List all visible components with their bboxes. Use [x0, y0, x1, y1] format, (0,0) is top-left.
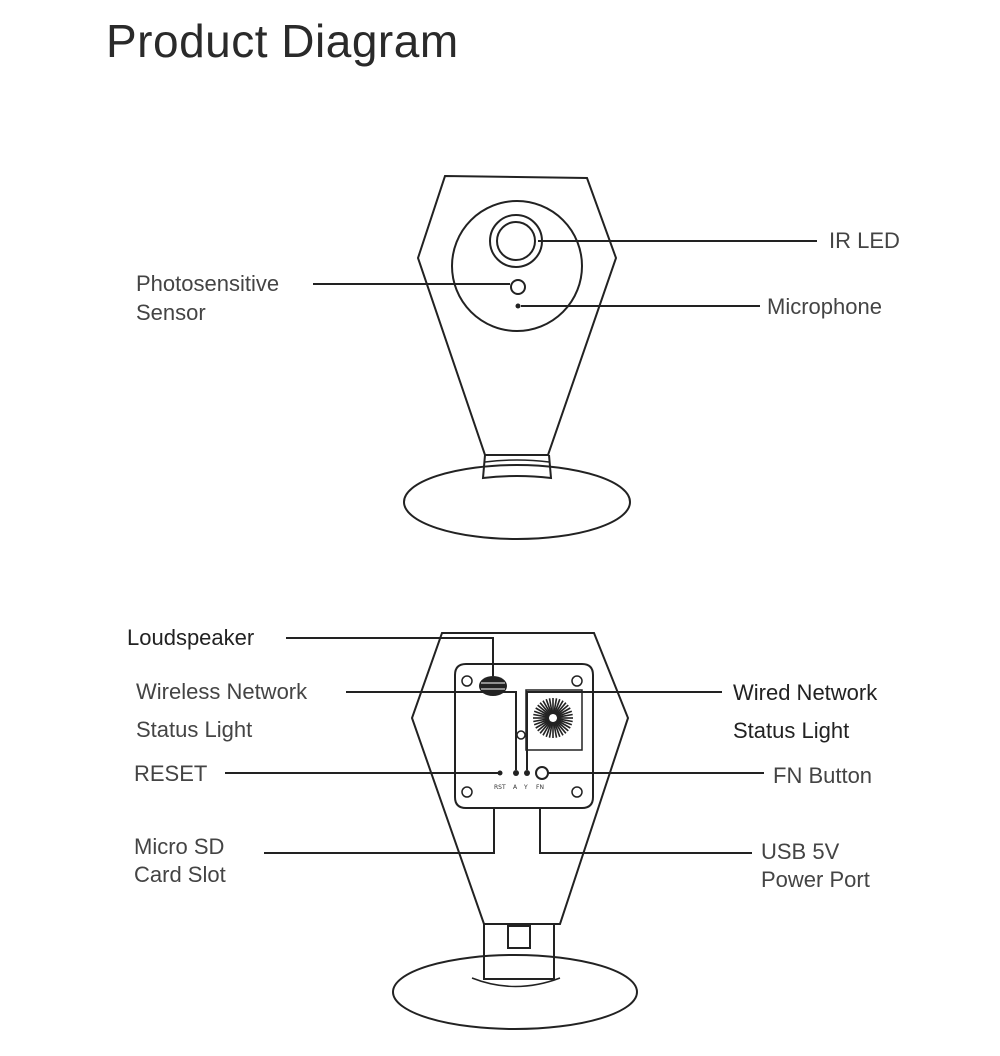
label-loudspeaker: Loudspeaker [127, 625, 255, 650]
reset-hole [497, 770, 503, 776]
label-ir-led: IR LED [829, 228, 900, 253]
back-stand [484, 924, 554, 979]
speaker-grille-spoke [540, 703, 550, 715]
microphone-dot [515, 303, 521, 309]
label-micro-sd-line1: Micro SD [134, 834, 225, 859]
panel-marking-rst: RST [494, 784, 506, 791]
speaker-grille-icon [533, 698, 573, 738]
speaker-grille-spoke [536, 720, 550, 728]
back-panel [455, 664, 593, 808]
label-wireless-network-line2: Status Light [136, 717, 253, 742]
speaker-grille-spoke [536, 708, 550, 716]
speaker-grille-spoke [538, 721, 550, 731]
loudspeaker-leader [286, 638, 493, 676]
speaker-grille-spoke [554, 722, 557, 738]
label-wireless-network-line1: Wireless Network [136, 679, 308, 704]
speaker-grille-spoke [554, 699, 559, 714]
speaker-grille-spoke [555, 701, 563, 715]
panel-marking-fn: FN [536, 784, 544, 791]
back-body [412, 633, 628, 924]
speaker-grille-spoke [533, 715, 549, 718]
screw-hole-top-left [462, 676, 472, 686]
speaker-grille-spoke [540, 721, 550, 733]
speaker-grille-spoke [550, 698, 553, 714]
speaker-grille-spoke [546, 722, 551, 737]
speaker-grille-spoke [543, 701, 551, 715]
fn-button [536, 767, 548, 779]
back-stand-slot [508, 926, 530, 948]
speaker-grille-spoke [557, 720, 571, 728]
speaker-grille-spoke [556, 703, 566, 715]
wired-status-light [524, 770, 530, 776]
label-micro-sd-line2: Card Slot [134, 862, 226, 887]
speaker-grille-spoke [557, 715, 573, 718]
screw-hole-bottom-left [462, 787, 472, 797]
speaker-grille-spoke [534, 711, 549, 716]
wireless-status-light [513, 770, 519, 776]
diagram-title: Product Diagram [106, 15, 459, 67]
panel-marking-a: A [513, 784, 518, 791]
speaker-grille-spoke [557, 711, 572, 716]
indicator-small [517, 731, 525, 739]
front-camera-illustration [313, 176, 817, 539]
speaker-grille-spoke [554, 722, 559, 737]
label-usb-line2: Power Port [761, 867, 870, 892]
back-base [393, 955, 637, 1029]
label-wired-network-line1: Wired Network [733, 680, 878, 705]
label-wired-network-line2: Status Light [733, 718, 850, 743]
label-reset: RESET [134, 761, 208, 786]
speaker-grille-spoke [557, 719, 572, 724]
label-microphone: Microphone [767, 294, 882, 319]
usb-port-leader [540, 808, 752, 853]
label-photosensitive-sensor-line1: Photosensitive [136, 271, 280, 296]
speaker-grille-spoke [534, 719, 549, 724]
speaker-grille-spoke [543, 722, 551, 736]
wireless-status-leader [346, 692, 516, 770]
speaker-grille-spoke [556, 721, 566, 733]
micro-sd-leader [264, 808, 494, 853]
speaker-grille-spoke [538, 705, 550, 715]
speaker-grille-spoke [550, 722, 553, 738]
screw-hole-top-right [572, 676, 582, 686]
speaker-grille-spoke [557, 708, 571, 716]
speaker-grille-spoke [556, 705, 568, 715]
label-photosensitive-sensor-line2: Sensor [136, 300, 206, 325]
screw-hole-bottom-right [572, 787, 582, 797]
speaker-grille-spoke [546, 699, 551, 714]
wired-status-leader [527, 692, 722, 770]
ir-led-inner [497, 222, 535, 260]
front-base [404, 465, 630, 539]
speaker-grille-spoke [533, 719, 549, 722]
panel-marking-y: Y [523, 784, 528, 791]
back-camera-illustration: RST A Y FN [225, 633, 764, 1029]
speaker-grille-spoke [557, 719, 573, 722]
label-usb-line1: USB 5V [761, 839, 840, 864]
speaker-grille-spoke [554, 698, 557, 714]
speaker-box [526, 690, 582, 750]
speaker-grille-spoke [556, 721, 568, 731]
front-body [418, 176, 616, 455]
speaker-grille-spoke [555, 722, 563, 736]
label-fn-button: FN Button [773, 763, 873, 788]
front-lens-ring [452, 201, 582, 331]
front-neck [483, 455, 551, 478]
photosensitive-sensor-dot [511, 280, 525, 294]
